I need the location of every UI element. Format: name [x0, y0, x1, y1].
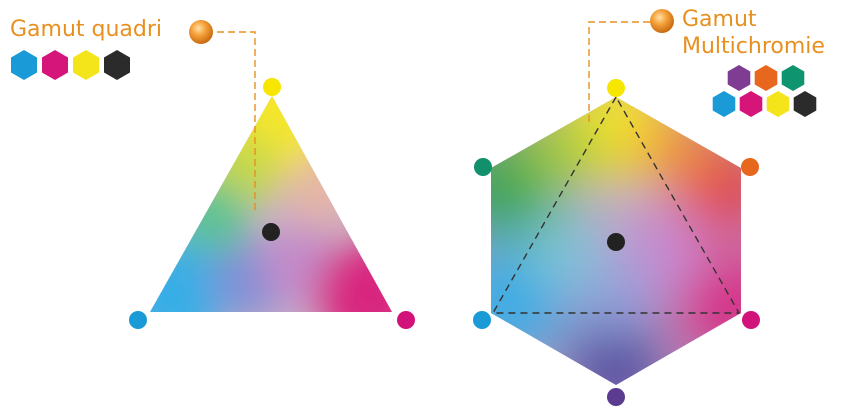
left-vertex-dots	[129, 78, 415, 329]
quadri-gamut-outline	[491, 95, 741, 314]
left-swatch-row	[11, 50, 130, 80]
black-swatch	[104, 50, 130, 80]
violet-vertex-dot	[607, 388, 625, 406]
green-vertex-dot	[474, 158, 492, 176]
right-leader-line	[588, 21, 650, 125]
cyan-swatch	[712, 91, 736, 117]
right-marker-ball	[650, 9, 674, 33]
quadri-gamut-triangle	[150, 96, 392, 312]
black-swatch	[793, 91, 817, 117]
right-swatch-cluster	[712, 65, 817, 117]
multichromie-label-line-2: Multichromie	[682, 34, 825, 59]
yellow-swatch	[73, 50, 99, 80]
yellow-swatch	[766, 91, 790, 117]
orange-swatch	[754, 65, 778, 91]
multichromie-gamut-label: Gamut Multichromie	[682, 6, 825, 60]
left-marker-ball	[189, 20, 213, 44]
center-dot	[607, 233, 625, 251]
yellow-vertex-dot	[607, 79, 625, 97]
yellow-vertex-dot	[263, 78, 281, 96]
orange-vertex-dot	[741, 158, 759, 176]
cyan-swatch	[11, 50, 37, 80]
cyan-vertex-dot	[473, 311, 491, 329]
left-leader-line	[217, 31, 256, 210]
magenta-vertex-dot	[742, 311, 760, 329]
magenta-swatch	[739, 91, 763, 117]
cyan-vertex-dot	[129, 311, 147, 329]
magenta-swatch	[42, 50, 68, 80]
multichromie-label-line-1: Gamut	[682, 7, 757, 32]
quadri-gamut-label: Gamut quadri	[10, 17, 163, 42]
center-dot	[262, 223, 280, 241]
right-vertex-dots	[473, 79, 760, 406]
violet-swatch	[727, 65, 751, 91]
green-swatch	[781, 65, 805, 91]
magenta-vertex-dot	[397, 311, 415, 329]
